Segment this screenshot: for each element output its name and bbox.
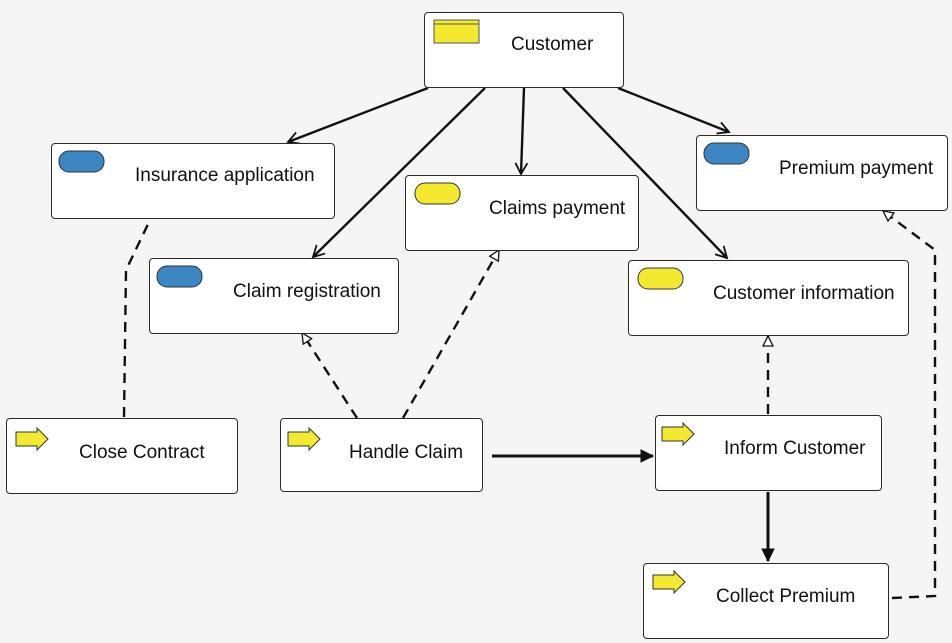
customer-information-label: Customer information — [713, 283, 895, 304]
business-process-icon — [287, 427, 321, 451]
business-process-icon — [661, 422, 695, 446]
edge-handle-claim-to-claim-registration — [300, 333, 359, 419]
close-contract-label: Close Contract — [79, 442, 205, 463]
node-close-contract[interactable]: Close Contract — [6, 418, 238, 494]
premium-payment-label: Premium payment — [779, 158, 934, 179]
business-service-icon — [637, 267, 684, 290]
claims-payment-label: Claims payment — [489, 198, 626, 219]
edge-customer-to-insurance-application — [286, 86, 429, 145]
business-service-icon — [156, 265, 203, 288]
insurance-application-label: Insurance application — [135, 165, 315, 186]
edge-customer-to-claim-registration — [311, 87, 486, 259]
handle-claim-label: Handle Claim — [349, 442, 464, 463]
node-premium-payment[interactable]: Premium payment — [696, 135, 948, 211]
business-service-icon — [703, 142, 750, 165]
collect-premium-label: Collect Premium — [716, 586, 856, 607]
business-actor-icon — [433, 19, 480, 44]
customer-label: Customer — [511, 34, 594, 55]
node-collect-premium[interactable]: Collect Premium — [643, 563, 889, 639]
node-claim-registration[interactable]: Claim registration — [149, 258, 399, 334]
business-service-icon — [414, 182, 461, 205]
node-customer[interactable]: Customer — [424, 12, 624, 88]
inform-customer-label: Inform Customer — [724, 438, 866, 459]
edge-customer-to-claims-payment — [514, 87, 529, 176]
node-handle-claim[interactable]: Handle Claim — [280, 418, 483, 492]
edge-customer-to-premium-payment — [617, 86, 731, 135]
node-customer-information[interactable]: Customer information — [628, 260, 909, 336]
claim-registration-label: Claim registration — [233, 281, 381, 302]
edge-collect-premium-to-premium-payment — [883, 210, 937, 600]
node-claims-payment[interactable]: Claims payment — [405, 175, 639, 251]
business-process-icon — [15, 427, 49, 451]
edge-handle-claim-to-claims-payment — [401, 250, 501, 419]
edge-customer-to-customer-information — [562, 87, 729, 260]
business-service-icon — [58, 150, 105, 173]
node-inform-customer[interactable]: Inform Customer — [655, 415, 882, 491]
node-insurance-application[interactable]: Insurance application — [51, 143, 335, 219]
business-process-icon — [652, 570, 686, 594]
